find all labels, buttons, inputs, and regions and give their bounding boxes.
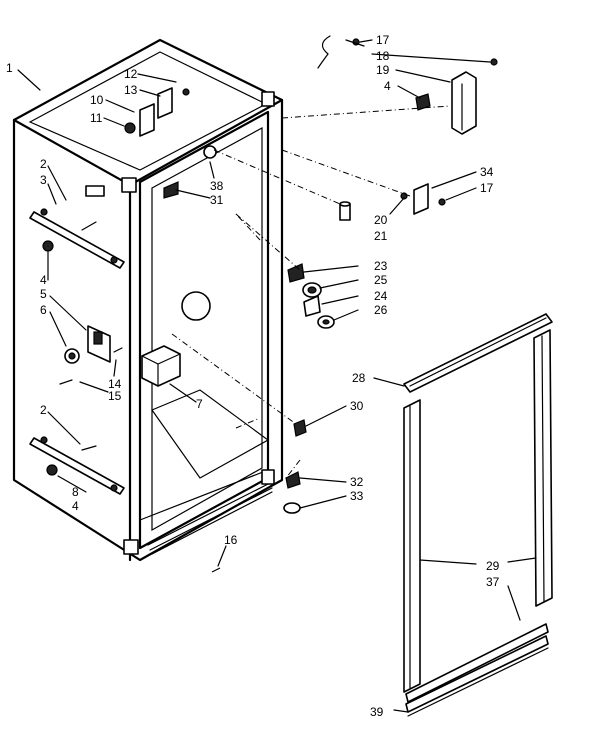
door-frame-bottom-37 <box>405 623 549 717</box>
callout-15: 15 <box>108 389 122 403</box>
callout-17: 17 <box>376 33 390 47</box>
callout-14: 14 <box>108 377 122 391</box>
callout-29: 29 <box>486 559 500 573</box>
side-slot <box>85 185 105 197</box>
callout-33: 33 <box>350 489 364 503</box>
gasket-29-left <box>403 399 421 693</box>
callout-31: 31 <box>210 193 224 207</box>
callout-4-right: 4 <box>384 79 391 93</box>
small-screws <box>59 221 123 451</box>
callout-28: 28 <box>352 371 366 385</box>
corner-bracket-left <box>121 177 137 193</box>
dash-lines <box>171 105 451 479</box>
callout-13: 13 <box>124 83 138 97</box>
callout-38: 38 <box>210 179 224 193</box>
callout-7: 7 <box>196 397 203 411</box>
fastener-upper-left <box>42 240 54 252</box>
clip-31 <box>163 181 179 199</box>
callout-3: 3 <box>40 173 47 187</box>
callout-2-lower: 2 <box>40 403 47 417</box>
callout-labels: 1 2 3 4 5 6 2 8 4 12 13 10 11 38 31 14 1… <box>6 33 500 719</box>
callout-10: 10 <box>90 93 104 107</box>
cabinet-shell <box>12 38 284 562</box>
hinge-assembly-mid-right <box>400 183 446 215</box>
callout-19: 19 <box>376 63 390 77</box>
callout-39: 39 <box>370 705 384 719</box>
corner-bracket-top <box>261 91 275 107</box>
callout-1: 1 <box>6 61 13 75</box>
interior-fittings <box>283 201 351 514</box>
leader-lines <box>17 39 537 713</box>
back-wall-hole <box>181 291 211 321</box>
callout-11: 11 <box>90 111 103 125</box>
callout-5: 5 <box>40 287 47 301</box>
callout-17-right: 17 <box>480 181 494 195</box>
callout-23: 23 <box>374 259 388 273</box>
door-frame-28 <box>403 313 553 393</box>
upper-rail <box>29 208 125 269</box>
callout-6: 6 <box>40 303 47 317</box>
callout-37: 37 <box>486 575 500 589</box>
fastener-lower-left <box>46 464 58 476</box>
callout-21: 21 <box>374 229 388 243</box>
control-box-7 <box>141 345 181 387</box>
callout-16: 16 <box>224 533 238 547</box>
lower-rail <box>29 436 125 495</box>
callout-34: 34 <box>480 165 494 179</box>
callout-26: 26 <box>374 303 388 317</box>
hinge-assembly-top-right <box>317 35 498 135</box>
screw-16 <box>211 567 221 573</box>
corner-bracket-bottom <box>123 539 139 555</box>
callout-18: 18 <box>376 49 390 63</box>
callout-2: 2 <box>40 157 47 171</box>
gasket-29-right <box>533 329 553 607</box>
callout-32: 32 <box>350 475 364 489</box>
callout-4: 4 <box>40 273 47 287</box>
callout-30: 30 <box>350 399 364 413</box>
callout-12: 12 <box>124 67 138 81</box>
callout-25: 25 <box>374 273 388 287</box>
callout-20: 20 <box>374 213 388 227</box>
callout-4-lower: 4 <box>72 499 79 513</box>
corner-bracket-right <box>261 469 275 485</box>
thermostat-bracket <box>64 325 111 364</box>
callout-24: 24 <box>374 289 388 303</box>
plug-38 <box>203 145 217 159</box>
top-hinge-bracket <box>124 87 190 137</box>
callout-8: 8 <box>72 485 79 499</box>
